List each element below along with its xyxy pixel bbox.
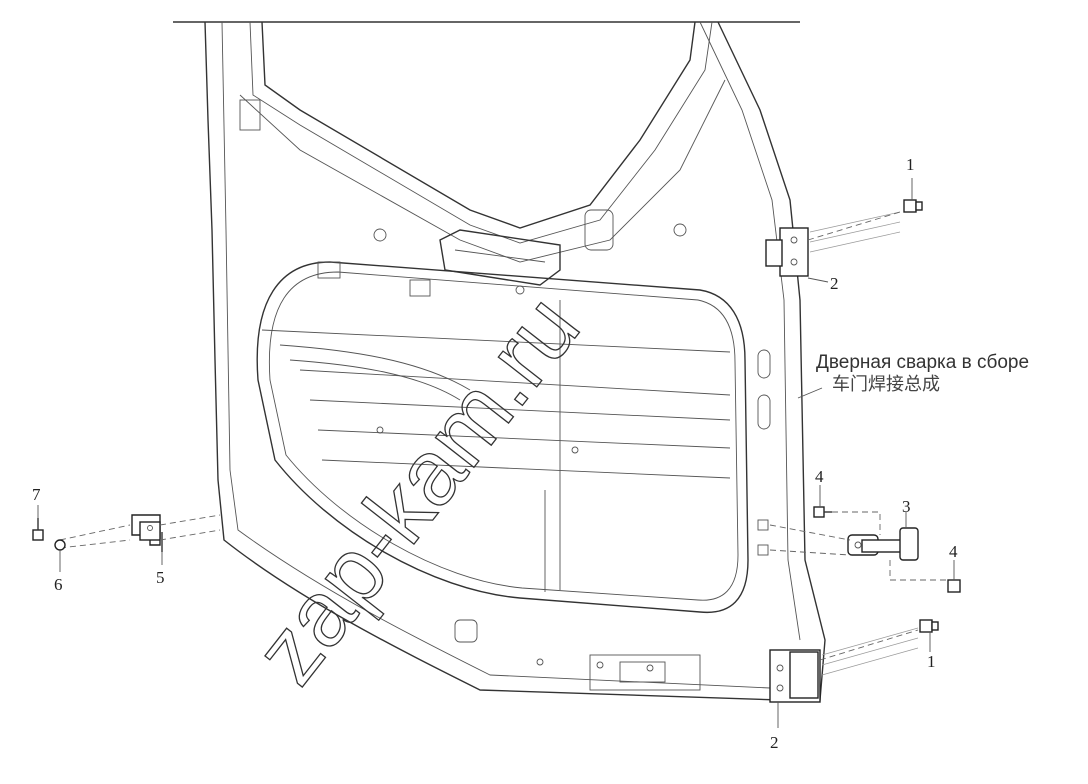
label-hinge-bolt-lower: 1 xyxy=(927,652,936,671)
label-bracket: 5 xyxy=(156,568,165,587)
label-hinge-lower: 2 xyxy=(770,733,779,752)
left-bolt xyxy=(32,518,44,541)
door-check-strap xyxy=(769,511,950,581)
assembly-name-russian: Дверная сварка в сборе xyxy=(816,352,1029,373)
striker-bracket xyxy=(59,514,221,552)
door-frame xyxy=(204,21,826,701)
upper-hinge-bolt xyxy=(903,199,923,213)
leader-lines xyxy=(37,178,955,728)
lower-hinge-bolt xyxy=(919,619,939,633)
upper-hinge xyxy=(765,211,901,277)
label-hinge-upper: 2 xyxy=(830,274,839,293)
label-door-check: 3 xyxy=(902,497,911,516)
pin xyxy=(54,539,66,551)
door-check-bolt-top xyxy=(813,506,832,518)
label-check-bolt-top: 4 xyxy=(815,467,824,486)
label-left-bolt: 7 xyxy=(32,485,41,504)
label-check-bolt-right: 4 xyxy=(949,542,958,561)
door-check-bolt-right xyxy=(947,579,961,593)
watermark: zap-kam.ru xyxy=(235,277,599,702)
label-pin: 6 xyxy=(54,575,63,594)
label-hinge-bolt-upper: 1 xyxy=(906,155,915,174)
lower-hinge xyxy=(769,627,919,703)
assembly-name-chinese: 车门焊接总成 xyxy=(832,374,940,394)
